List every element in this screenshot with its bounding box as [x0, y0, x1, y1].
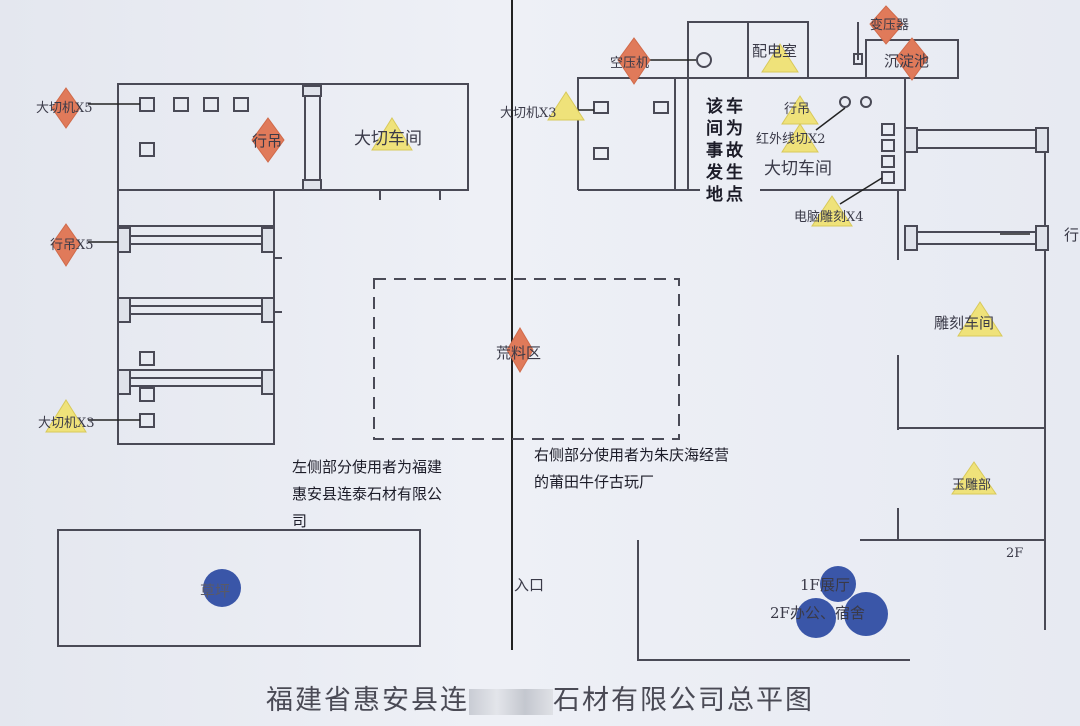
triangle-right-cut-x3: [547, 91, 585, 121]
diamond-transformer: [869, 5, 904, 45]
label-right-crane-small: 行吊: [784, 102, 811, 117]
note-left-user: 左侧部分使用者为福建 惠安县连泰石材有限公 司: [292, 458, 443, 530]
label-left-cut-x5: 大切机X5: [36, 101, 93, 116]
label-carving-workshop: 雕刻车间: [934, 314, 995, 332]
label-left-workshop: 大切车间: [354, 129, 422, 149]
label-1f-hall: 1F展厅: [800, 576, 850, 594]
triangle-power-room: [761, 43, 799, 73]
waste-area-box: [373, 278, 680, 440]
label-transformer: 变压器: [870, 18, 910, 33]
note-right-user: 右侧部分使用者为朱庆海经营 的莆田牛仔古玩厂: [534, 446, 730, 491]
label-right-workshop: 大切车间: [764, 159, 832, 179]
circle-dorm: [844, 592, 888, 636]
label-infrared-x2: 红外线切X2: [756, 132, 826, 147]
label-2f-office: 2F办公、宿舍: [770, 604, 865, 622]
label-left-cut-x3: 大切机X3: [38, 416, 95, 431]
label-power-room: 配电室: [752, 42, 798, 60]
label-jade-carving: 玉雕部: [952, 478, 992, 493]
accident-note-col-2: 车为故生点: [726, 97, 743, 205]
label-waste-area: 荒料区: [496, 344, 542, 362]
warning-triangles: [45, 43, 1003, 495]
accident-note-col-1: 该间事发地: [706, 97, 723, 205]
redaction-blur: [469, 688, 553, 715]
label-left-crane-x5: 行吊X5: [50, 238, 94, 253]
title-suffix: 石材有限公司总平图: [553, 685, 814, 716]
diamond-left-crane-x5: [51, 223, 81, 267]
triangle-infrared-2: [781, 123, 819, 153]
lawn-box: [57, 529, 421, 647]
circle-office: [796, 598, 836, 638]
diamond-air-compressor: [617, 37, 651, 85]
triangle-left-workshop: [371, 117, 413, 151]
circle-lawn: [203, 569, 241, 607]
diamond-sedimentation: [895, 37, 929, 81]
people-circles: [203, 566, 888, 638]
label-cnc-x4: 电脑雕刻X4: [794, 210, 864, 225]
triangle-left-cut-x3: [45, 399, 87, 433]
triangle-carving: [957, 301, 1003, 337]
circle-hall: [820, 566, 856, 602]
label-sedimentation: 沉淀池: [884, 52, 930, 70]
label-left-crane: 行吊: [252, 132, 283, 150]
label-air-compressor: 空压机: [610, 56, 650, 71]
plan-title: 福建省惠安县连 石材有限公司总平图: [0, 678, 1080, 717]
triangle-cnc: [811, 195, 853, 227]
diamond-left-crane: [251, 117, 285, 163]
label-right-cut-x3: 大切机X3: [500, 106, 557, 121]
label-lawn: 草坪: [200, 582, 231, 600]
risk-diamonds: [51, 5, 929, 373]
diamond-waste-area: [506, 327, 534, 373]
triangle-jade: [951, 461, 997, 495]
left-top-workshop: [117, 83, 469, 191]
label-2f: 2F: [1006, 546, 1024, 561]
label-right-crane: 行: [1064, 226, 1080, 244]
diamond-left-cut-x5: [51, 87, 81, 129]
title-prefix: 福建省惠安县连: [266, 685, 469, 716]
label-entrance: 入口: [514, 576, 545, 594]
